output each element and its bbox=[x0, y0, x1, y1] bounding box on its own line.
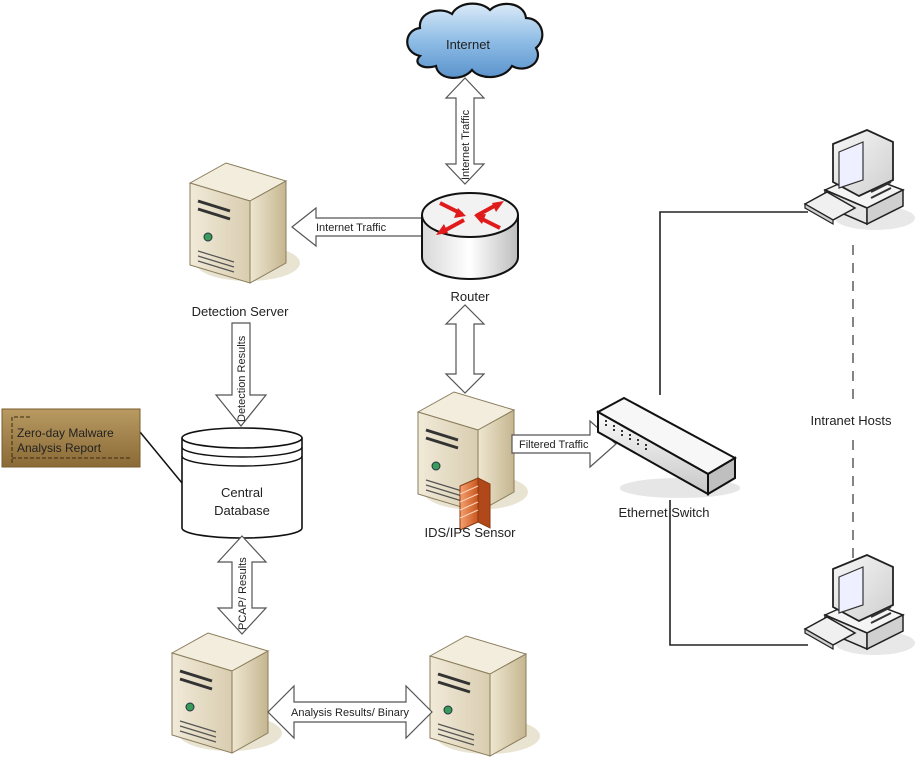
report-note-line1: Zero-day Malware bbox=[17, 426, 114, 440]
malware-report-note: Zero-day Malware Analysis Report bbox=[1, 408, 183, 484]
router-label: Router bbox=[450, 289, 490, 304]
edge-router-detection: Internet Traffic bbox=[291, 206, 423, 248]
ids-ips-sensor-label: IDS/IPS Sensor bbox=[424, 525, 516, 540]
ethernet-switch-icon: Ethernet Switch bbox=[595, 396, 740, 520]
edge-analysis-binary: Analysis Results/ Binary bbox=[267, 684, 433, 740]
edge-label-filtered-traffic: Filtered Traffic bbox=[519, 439, 589, 451]
edge-label-pcap-results: PCAP/ Results bbox=[237, 557, 249, 630]
intranet-host-top-icon bbox=[804, 129, 916, 231]
edge-label-analysis-binary: Analysis Results/ Binary bbox=[291, 707, 409, 719]
router-icon: Router bbox=[421, 192, 519, 304]
edge-label-detection-results: Detection Results bbox=[236, 335, 248, 422]
database-label-line2: Database bbox=[214, 503, 270, 518]
detection-server-label: Detection Server bbox=[192, 304, 289, 319]
edge-label-internet-traffic: Internet Traffic bbox=[316, 222, 387, 234]
internet-label: Internet bbox=[446, 37, 490, 52]
edge-router-sensor bbox=[444, 304, 486, 394]
report-note-line2: Analysis Report bbox=[17, 441, 102, 455]
edge-detection-database: Detection Results bbox=[214, 322, 268, 427]
edge-internet-router: Internet Traffic bbox=[444, 77, 486, 185]
firewall-icon bbox=[459, 477, 491, 531]
analysis-server-left-icon bbox=[170, 631, 284, 755]
internet-cloud-icon: Internet bbox=[406, 2, 544, 79]
edge-label-internet-traffic-vertical: Internet Traffic bbox=[460, 109, 472, 180]
lan-wiring bbox=[659, 211, 854, 646]
ids-ips-sensor-icon: IDS/IPS Sensor bbox=[416, 390, 530, 540]
edge-database-analysis: PCAP/ Results bbox=[216, 535, 268, 635]
detection-server-icon: Detection Server bbox=[188, 161, 302, 319]
analysis-server-right-icon bbox=[428, 634, 542, 758]
database-label-line1: Central bbox=[221, 485, 263, 500]
intranet-host-bottom-icon bbox=[804, 554, 916, 656]
central-database-icon: Central Database bbox=[181, 427, 303, 539]
ethernet-switch-label: Ethernet Switch bbox=[618, 505, 709, 520]
intranet-hosts-label: Intranet Hosts bbox=[811, 413, 892, 428]
edge-sensor-switch: Filtered Traffic bbox=[511, 419, 617, 469]
